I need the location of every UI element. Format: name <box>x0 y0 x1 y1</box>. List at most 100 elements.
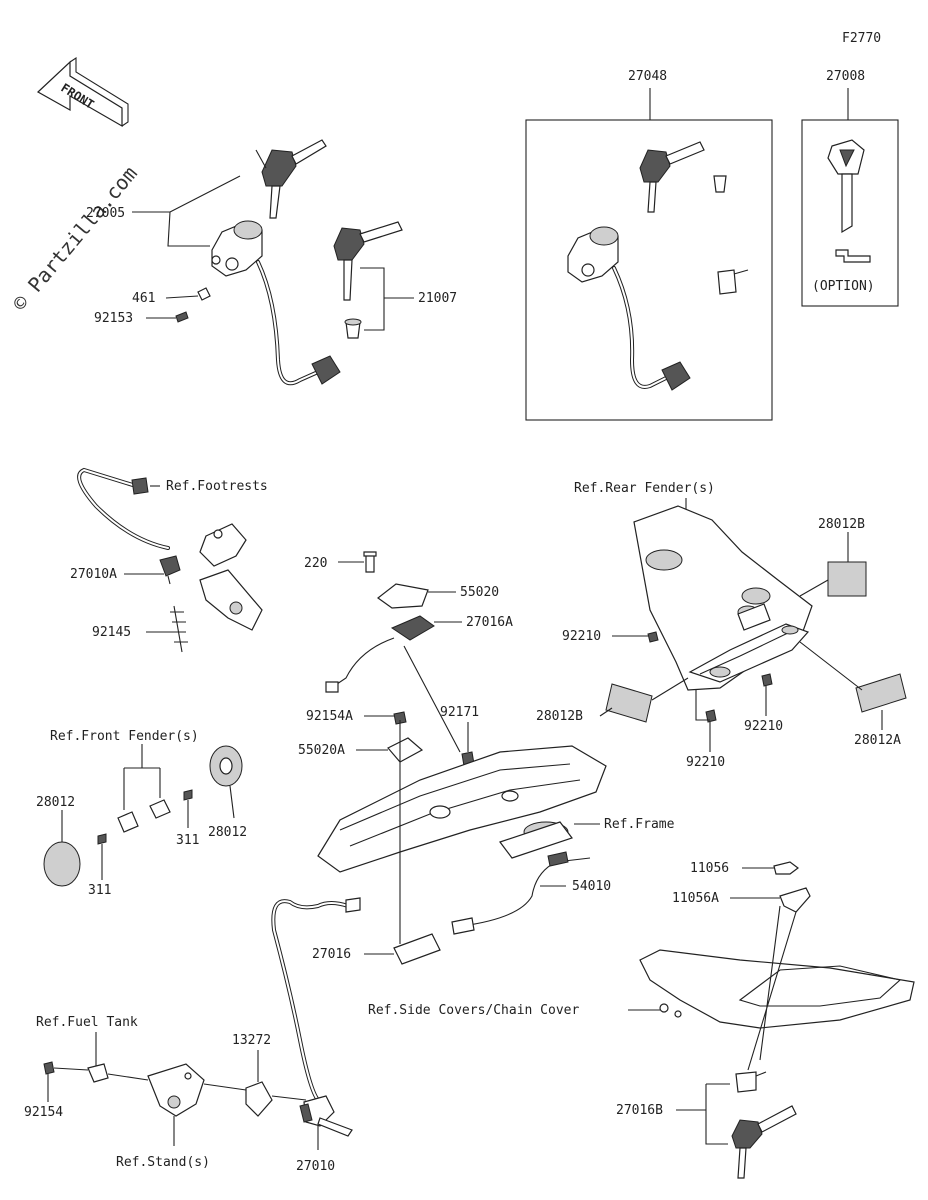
nut-92210-left-icon <box>647 631 659 643</box>
fuel-tank-bolt-icon <box>87 1063 109 1083</box>
footrest-bracket-icon <box>199 523 263 631</box>
key-cylinder-icon <box>344 318 362 339</box>
lock-27016-icon <box>393 933 441 965</box>
clip-11056A-icon <box>779 887 811 913</box>
label-ref-front-fender: Ref.Front Fender(s) <box>50 729 199 744</box>
label-92154A: 92154A <box>306 709 353 724</box>
label-11056: 11056 <box>690 861 729 876</box>
kit-switch-icon <box>567 226 619 283</box>
label-311-bottom: 311 <box>88 883 111 898</box>
figure-code: F2770 <box>842 31 881 46</box>
footrest-connector-icon <box>131 477 149 495</box>
watermark: © Partzilla.com <box>7 161 141 315</box>
ignition-harness <box>256 260 320 386</box>
leader-461 <box>165 295 199 299</box>
cylinder-27016B-icon <box>735 1071 757 1093</box>
label-92145: 92145 <box>92 625 131 640</box>
label-27048: 27048 <box>628 69 667 84</box>
stand-switch-icon <box>299 1095 353 1137</box>
reflector-bolt-icon <box>117 799 171 833</box>
label-92210-mid: 92210 <box>744 719 783 734</box>
sidestand-switch-icon <box>159 555 181 585</box>
key-blank-option-icon <box>827 139 865 234</box>
seat-cable-54010 <box>461 857 591 927</box>
nut-92210-mid-icon <box>761 673 773 687</box>
label-311-mid: 311 <box>176 833 199 848</box>
kit-box-27048 <box>525 119 773 421</box>
bolt-92154A-icon <box>393 711 407 725</box>
label-27010: 27010 <box>296 1159 335 1174</box>
plate-13272-icon <box>245 1081 273 1117</box>
front-arrow-icon: FRONT <box>36 56 129 128</box>
label-28012-left: 28012 <box>36 795 75 810</box>
label-ref-stand: Ref.Stand(s) <box>116 1155 210 1170</box>
seat-lock-cable <box>333 637 395 687</box>
label-27016B: 27016B <box>616 1103 663 1118</box>
rear-fender-icon <box>633 505 813 691</box>
reflector-28012B-left-icon <box>605 683 653 723</box>
label-28012B-left: 28012B <box>536 709 583 724</box>
label-55020A: 55020A <box>298 743 345 758</box>
label-ref-footrests: Ref.Footrests <box>166 479 268 494</box>
label-ref-fuel-tank: Ref.Fuel Tank <box>36 1015 138 1030</box>
label-92210-bottom: 92210 <box>686 755 725 770</box>
label-54010: 54010 <box>572 879 611 894</box>
label-ref-rear-fender: Ref.Rear Fender(s) <box>574 481 715 496</box>
bolt-220-icon <box>363 551 377 573</box>
label-27010A: 27010A <box>70 567 117 582</box>
label-92210-left: 92210 <box>562 629 601 644</box>
label-28012B-top: 28012B <box>818 517 865 532</box>
ignition-key-icon <box>255 139 327 219</box>
seat-lock-icon <box>390 615 435 641</box>
label-21007: 21007 <box>418 291 457 306</box>
harness-connector-icon <box>311 355 341 385</box>
label-27005: 27005 <box>86 206 125 221</box>
spring-icon <box>170 605 188 653</box>
kit-connector-icon <box>661 361 691 391</box>
reflector-28012A-icon <box>855 673 907 713</box>
kit-lock-icon <box>717 269 749 295</box>
label-28012A: 28012A <box>854 733 901 748</box>
round-reflector-icon <box>43 841 81 887</box>
label-28012-right: 28012 <box>208 825 247 840</box>
stand-bracket-icon <box>147 1063 205 1117</box>
key-blank-icon <box>333 221 403 301</box>
label-92153: 92153 <box>94 311 133 326</box>
leader-center-lines <box>399 645 461 944</box>
label-27008: 27008 <box>826 69 865 84</box>
nut-icon <box>197 287 211 301</box>
label-461: 461 <box>132 291 155 306</box>
kit-cylinder-icon <box>713 175 727 193</box>
label-92171: 92171 <box>440 705 479 720</box>
label-92154: 92154 <box>24 1105 63 1120</box>
clip-11056-icon <box>773 861 799 875</box>
rear-frame-icon <box>317 745 607 873</box>
key-27016B-icon <box>731 1105 797 1179</box>
kit-key-icon <box>639 141 705 213</box>
side-cover-icon <box>639 949 915 1029</box>
option-box <box>801 119 899 307</box>
key-profile-icon <box>835 249 871 263</box>
label-ref-side-covers: Ref.Side Covers/Chain Cover <box>368 1003 579 1018</box>
bolt-92154-icon <box>43 1061 55 1075</box>
leader-21007 <box>360 267 414 331</box>
label-220: 220 <box>304 556 327 571</box>
nut-311-mid-icon <box>183 789 193 801</box>
ignition-switch-icon <box>211 220 263 277</box>
label-ref-frame: Ref.Frame <box>604 817 675 832</box>
label-27016: 27016 <box>312 947 351 962</box>
reflector-28012B-top-icon <box>827 561 867 597</box>
nut-92210-bottom-icon <box>705 709 717 723</box>
label-27016A: 27016A <box>466 615 513 630</box>
leader-front-fender <box>123 744 161 810</box>
leader-27005 <box>132 175 241 247</box>
label-11056A: 11056A <box>672 891 719 906</box>
label-13272: 13272 <box>232 1033 271 1048</box>
bracket-55020-icon <box>376 583 429 609</box>
label-55020: 55020 <box>460 585 499 600</box>
nut-311-icon <box>97 833 107 845</box>
screw-icon <box>175 311 189 323</box>
bracket-55020A-icon <box>387 737 424 763</box>
